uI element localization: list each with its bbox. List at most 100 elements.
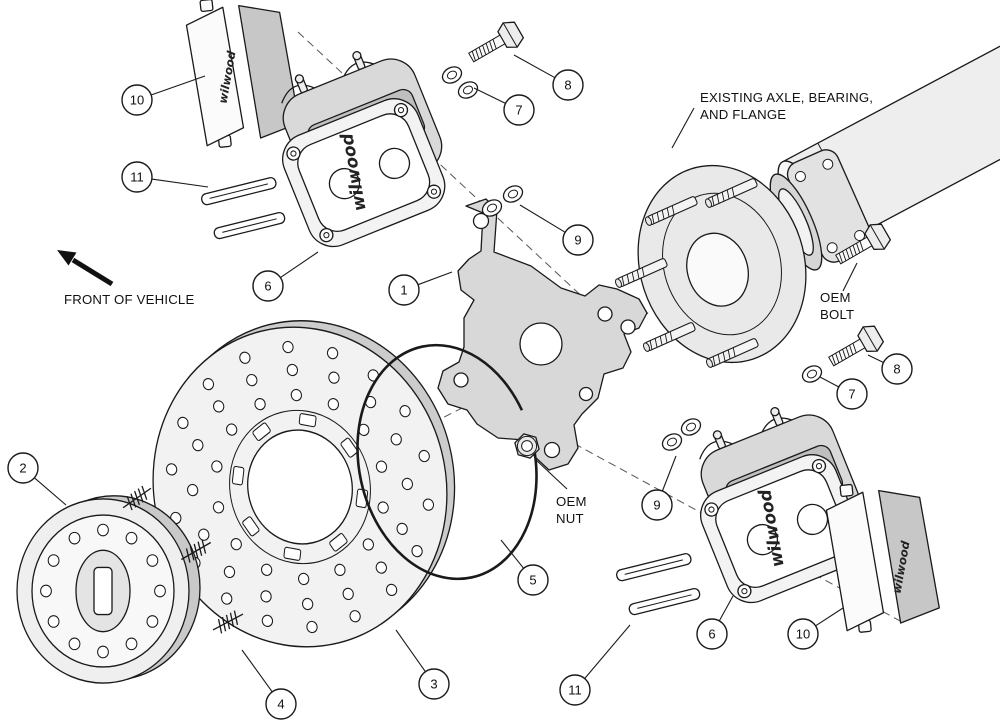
rotor-drill-hole	[202, 377, 215, 391]
rotor-drill-hole	[422, 498, 435, 511]
front-of-vehicle: FRONT OF VEHICLE	[57, 250, 194, 307]
rotor-tab-slot	[252, 422, 271, 441]
rotor-drill-hole	[298, 572, 310, 586]
rotor-drill-hole	[306, 620, 318, 634]
rotor-drill-hole	[260, 590, 272, 603]
wheel-stud	[644, 196, 698, 226]
rotor-drill-hole	[401, 477, 413, 491]
wheel-stud	[642, 322, 696, 352]
fasteners	[438, 17, 894, 459]
callout-circle	[881, 353, 913, 385]
rotor-drill-hole	[418, 449, 430, 463]
oem-nut-label: OEM NUT	[534, 458, 586, 526]
washer-9-upper	[499, 182, 527, 206]
bracket-hole	[620, 319, 636, 335]
rotor-drill-hole	[226, 423, 238, 436]
rotor-drill-hole	[212, 501, 225, 514]
pad-clips-upper	[199, 175, 287, 242]
callout-9: 9	[562, 224, 594, 256]
caliper-bolt-upper	[463, 17, 527, 71]
rotor-drill-hole	[390, 433, 402, 446]
callout-circle	[552, 69, 584, 101]
callout-leader	[500, 539, 525, 569]
callout-number: 11	[130, 170, 144, 185]
rotor-drill-hole	[261, 614, 274, 627]
washer-9-lower	[677, 415, 705, 439]
callout-number: 3	[430, 677, 437, 692]
callout-number: 9	[574, 233, 581, 248]
callout-circle	[121, 84, 153, 116]
existing-axle-line1: EXISTING AXLE, BEARING,	[700, 90, 873, 105]
callout-leader	[718, 595, 734, 622]
callout-8: 8	[552, 69, 584, 101]
rotor-drill-hole	[290, 388, 302, 402]
callout-number: 6	[708, 627, 715, 642]
callout-leader	[867, 354, 884, 363]
rotor-drill-hole	[221, 592, 233, 605]
front-of-vehicle-label: FRONT OF VEHICLE	[64, 292, 194, 307]
drum-center-slot	[93, 566, 113, 616]
callout-leader	[519, 204, 566, 233]
washer-9-lower	[658, 430, 686, 454]
oem-bolt-line1: OEM	[820, 290, 851, 305]
rotor-drill-hole	[328, 371, 340, 384]
rotor-drill-hole	[302, 597, 314, 611]
drum-hole	[68, 531, 81, 545]
oem-bolt-line2: BOLT	[820, 307, 854, 322]
pad-clips-lower	[614, 551, 702, 618]
front-arrow-shaft	[71, 257, 114, 287]
rotor-drill-hole	[334, 563, 346, 577]
drum-hat	[16, 495, 201, 684]
rotor-drill-hole	[177, 416, 189, 430]
drum-hole	[97, 645, 109, 659]
callout-number: 8	[564, 78, 571, 93]
axle-assembly	[614, 43, 1000, 368]
brake-pads-upper	[183, 0, 302, 151]
bracket-hole	[578, 386, 594, 402]
drum-hole	[146, 615, 159, 628]
callout-circle	[388, 274, 420, 306]
drum-hole	[146, 554, 159, 567]
callout-8: 8	[881, 353, 913, 385]
annotations: FRONT OF VEHICLE EXISTING AXLE, BEARING,…	[57, 90, 873, 526]
callout-number: 1	[400, 283, 407, 298]
callout-10: 10	[787, 618, 819, 650]
callout-leader	[241, 649, 273, 693]
callout-circle	[252, 270, 284, 302]
brake-rotor	[152, 320, 456, 648]
wheel-stud	[705, 338, 759, 368]
oem-nut-line2: NUT	[556, 511, 584, 526]
rotor-tab-slot	[298, 413, 317, 428]
drum-hole	[125, 531, 138, 545]
callout-number: 2	[19, 461, 26, 476]
callout-leader	[473, 87, 506, 104]
callout-leader	[417, 271, 453, 286]
callout-4: 4	[265, 688, 297, 720]
flange-center-hole	[686, 232, 749, 307]
rotor-drill-hole	[187, 483, 199, 497]
spring	[122, 485, 152, 511]
rotor-drill-hole	[286, 363, 298, 377]
callout-number: 5	[529, 573, 536, 588]
callout-leader	[395, 629, 426, 673]
rotor-drill-hole	[375, 561, 387, 574]
rotor-drill-hole	[213, 400, 225, 413]
bracket-hole	[472, 212, 490, 230]
callout-circle	[787, 618, 819, 650]
rotor-drill-hole	[254, 397, 266, 411]
rotor-drill-hole	[282, 340, 294, 354]
callout-circle	[265, 688, 297, 720]
callout-number: 6	[264, 279, 271, 294]
rotor-holes	[165, 340, 435, 634]
wheel-studs	[614, 178, 759, 368]
callout-7: 7	[836, 378, 868, 410]
washer-7-upper	[438, 63, 466, 87]
callout-circle	[696, 618, 728, 650]
callout-circle	[562, 224, 594, 256]
rotor-drill-hole	[239, 351, 251, 364]
oem-bolt-label: OEM BOLT	[820, 262, 858, 322]
callout-number: 4	[277, 697, 284, 712]
existing-axle-label: EXISTING AXLE, BEARING, AND FLANGE	[671, 90, 873, 149]
rotor-drill-hole	[411, 544, 423, 558]
